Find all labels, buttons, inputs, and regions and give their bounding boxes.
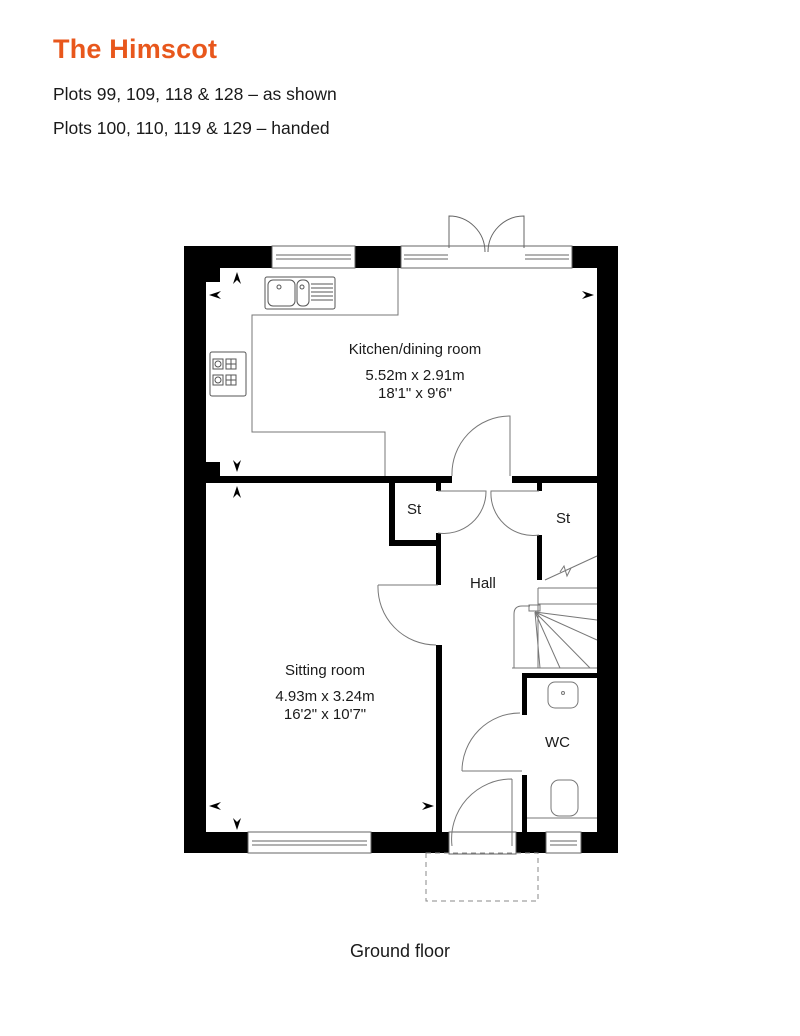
- store-label-1: St: [407, 501, 422, 518]
- basin-icon: [547, 681, 579, 709]
- sitting-imperial: 16'2" x 10'7": [283, 706, 367, 723]
- store-label-2: St: [556, 510, 571, 527]
- external-walls: [184, 246, 618, 853]
- plots-handed: Plots 100, 110, 119 & 129 – handed: [53, 118, 330, 138]
- toilet-icon: [550, 779, 579, 817]
- sitting-metric: 4.93m x 3.24m: [275, 688, 375, 705]
- kitchen-name: Kitchen/dining room: [348, 341, 482, 358]
- staircase: [512, 555, 598, 669]
- window-kitchen: [271, 245, 356, 269]
- wc-label: WC: [545, 734, 570, 751]
- patio-doors: [400, 245, 573, 269]
- doors: [377, 415, 540, 847]
- floor-caption: Ground floor: [349, 941, 451, 961]
- wc-fittings: [527, 681, 597, 819]
- house-title: The Himscot: [53, 34, 218, 64]
- window-wc: [545, 831, 582, 854]
- hall-label: Hall: [470, 575, 496, 592]
- window-sitting: [247, 831, 372, 854]
- hob-icon: [209, 351, 247, 397]
- internal-walls: [206, 476, 597, 832]
- front-door-frame: [448, 831, 517, 855]
- porch-canopy: [425, 852, 539, 902]
- plots-as-shown: Plots 99, 109, 118 & 128 – as shown: [53, 84, 337, 104]
- kitchen-metric: 5.52m x 2.91m: [365, 367, 465, 384]
- kitchen-imperial: 18'1" x 9'6": [378, 385, 452, 402]
- sitting-label: Sitting room 4.93m x 3.24m 16'2" x 10'7": [220, 660, 430, 724]
- windows: [247, 215, 582, 855]
- sitting-name: Sitting room: [284, 662, 366, 679]
- dimension-arrows: [209, 272, 594, 830]
- kitchen-label: Kitchen/dining room 5.52m x 2.91m 18'1" …: [300, 339, 530, 403]
- kitchen-worktop: [251, 268, 399, 476]
- sink-icon: [264, 276, 336, 310]
